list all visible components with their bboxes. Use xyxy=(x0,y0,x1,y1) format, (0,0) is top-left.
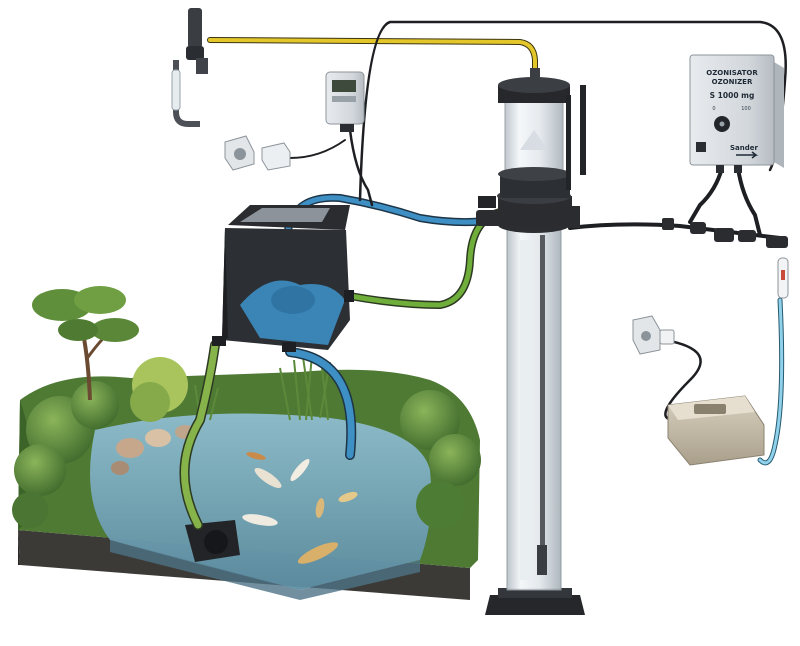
power-socket-icon xyxy=(224,135,255,171)
ozonizer-model: S 1000 mg xyxy=(710,91,755,100)
check-valves xyxy=(662,218,789,299)
ozone-tube-black xyxy=(568,222,782,240)
air-pump xyxy=(667,395,765,466)
maple-tree xyxy=(32,286,139,401)
redox-probe xyxy=(171,8,208,127)
koi-fish xyxy=(242,452,358,564)
submersible-pump xyxy=(185,520,240,562)
controller-cord xyxy=(289,139,346,159)
ozonizer-scale-high: 100 xyxy=(741,106,751,112)
ozonizer-title-1: OZONISATOR xyxy=(706,69,758,77)
ozonizer-brand: Sander xyxy=(730,144,759,152)
rock xyxy=(111,461,129,475)
power-socket-icon xyxy=(632,315,675,355)
ozone-reactor xyxy=(476,68,586,615)
rock xyxy=(116,438,144,458)
air-pump-cord xyxy=(663,338,702,422)
ozonizer-scale-low: 0 xyxy=(712,106,715,112)
rock xyxy=(145,429,171,447)
ozonizer-title-2: OZONIZER xyxy=(712,78,753,86)
pond-filter-box xyxy=(212,205,354,352)
redox-controller xyxy=(325,71,365,132)
bushes xyxy=(12,357,481,529)
ozonizer-unit: OZONISATOR OZONIZER S 1000 mg 0 100 Sand… xyxy=(689,54,784,173)
power-plug-icon xyxy=(261,142,291,171)
